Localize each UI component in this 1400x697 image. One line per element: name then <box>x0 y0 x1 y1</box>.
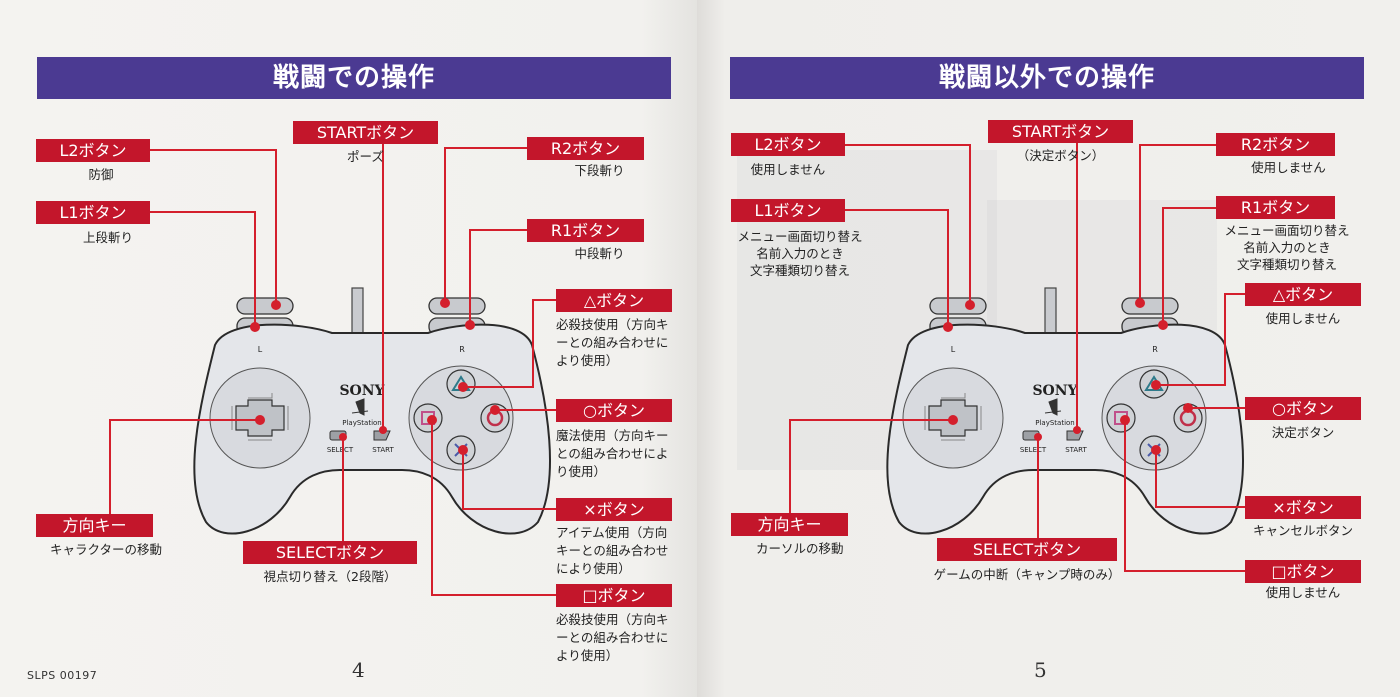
leader-lines-left <box>109 144 556 596</box>
controller-r-text: R <box>1152 345 1158 354</box>
desc-line: り使用） <box>556 464 607 479</box>
label-dpad-right: 方向キー <box>731 513 848 536</box>
desc-line: 必殺技使用（方向キ <box>556 317 669 332</box>
controller-logo-text: PlayStation <box>1035 419 1074 427</box>
desc-dpad-left: キャラクターの移動 <box>50 542 163 557</box>
label-circle-left: ○ボタン <box>556 399 672 422</box>
desc-select-right: ゲームの中断（キャンプ時のみ） <box>933 567 1121 582</box>
desc-start-right: （決定ボタン） <box>1016 148 1105 163</box>
label-square-right: □ボタン <box>1245 560 1361 583</box>
desc-line: より使用） <box>556 648 619 663</box>
desc-line: アイテム使用（方向 <box>556 525 668 540</box>
desc-line: との組み合わせによ <box>556 446 669 461</box>
label-l2-left: L2ボタン <box>36 139 150 162</box>
desc-line: 文字種類切り替え <box>1236 257 1337 272</box>
label-select-right: SELECTボタン <box>937 538 1117 561</box>
desc-circle-left: 魔法使用（方向キー との組み合わせによ り使用） <box>556 427 686 481</box>
desc-line: 必殺技使用（方向キ <box>556 612 669 627</box>
desc-r1-left: 中段斬り <box>574 246 625 261</box>
label-cross-left: ×ボタン <box>556 498 672 521</box>
desc-line: より使用） <box>556 353 619 368</box>
desc-l1-left: 上段斬り <box>82 230 133 245</box>
controller-start-text: START <box>1065 446 1087 454</box>
label-dpad-left: 方向キー <box>36 514 153 537</box>
label-start-right: STARTボタン <box>988 120 1133 143</box>
desc-l1-right: メニュー画面切り替え 名前入力のとき 文字種類切り替え <box>730 228 870 279</box>
label-start-left: STARTボタン <box>293 121 438 144</box>
page-number-right: 5 <box>1034 658 1047 682</box>
desc-start-left: ポーズ <box>347 149 384 164</box>
page-number-left: 4 <box>352 658 365 682</box>
desc-line: メニュー画面切り替え <box>737 229 863 244</box>
desc-r2-left: 下段斬り <box>574 163 625 178</box>
controller-select-text: SELECT <box>1020 446 1047 454</box>
label-r1-left: R1ボタン <box>527 219 644 242</box>
desc-line: メニュー画面切り替え <box>1224 223 1350 238</box>
label-triangle-left: △ボタン <box>556 289 672 312</box>
page-title-left: 戦闘での操作 <box>37 57 671 99</box>
controller-select-text: SELECT <box>327 446 354 454</box>
controller-text-left: SONY PlayStation SELECT START L R <box>258 345 465 454</box>
controller-logo-text: PlayStation <box>342 419 381 427</box>
desc-line: により使用） <box>556 561 631 576</box>
controller-r-text: R <box>459 345 465 354</box>
desc-square-right: 使用しません <box>1265 585 1341 600</box>
desc-l2-left: 防御 <box>88 167 114 182</box>
controller-brand: SONY <box>339 383 385 399</box>
leader-dots-right <box>943 298 1193 455</box>
label-r2-left: R2ボタン <box>527 137 644 160</box>
desc-dpad-right: カーソルの移動 <box>756 541 844 556</box>
leader-lines-right <box>789 143 1245 572</box>
desc-line: キーとの組み合わせ <box>556 543 669 558</box>
label-l1-left: L1ボタン <box>36 201 150 224</box>
label-select-left: SELECTボタン <box>243 541 417 564</box>
label-triangle-right: △ボタン <box>1245 283 1361 306</box>
controller-start-text: START <box>372 446 394 454</box>
leader-dots-left <box>250 298 500 455</box>
label-cross-right: ×ボタン <box>1245 496 1361 519</box>
label-circle-right: ○ボタン <box>1245 397 1361 420</box>
label-square-left: □ボタン <box>556 584 672 607</box>
desc-r1-right: メニュー画面切り替え 名前入力のとき 文字種類切り替え <box>1212 222 1362 273</box>
controller-brand: SONY <box>1032 383 1078 399</box>
label-r2-right: R2ボタン <box>1216 133 1335 156</box>
label-r1-right: R1ボタン <box>1216 196 1335 219</box>
desc-triangle-left: 必殺技使用（方向キ ーとの組み合わせに より使用） <box>556 316 686 370</box>
product-code: SLPS 00197 <box>27 669 98 682</box>
desc-circle-right: 決定ボタン <box>1271 425 1335 440</box>
desc-l2-right: 使用しません <box>750 162 826 177</box>
desc-square-left: 必殺技使用（方向キ ーとの組み合わせに より使用） <box>556 611 686 665</box>
desc-r2-right: 使用しません <box>1251 160 1326 175</box>
label-l1-right: L1ボタン <box>731 199 845 222</box>
desc-cross-right: キャンセルボタン <box>1252 523 1353 538</box>
desc-line: 文字種類切り替え <box>749 263 850 278</box>
page-title-right: 戦闘以外での操作 <box>730 57 1364 99</box>
desc-line: ーとの組み合わせに <box>556 630 669 645</box>
desc-line: ーとの組み合わせに <box>556 335 669 350</box>
desc-line: 魔法使用（方向キー <box>556 428 669 443</box>
desc-select-left: 視点切り替え（2段階） <box>263 569 397 584</box>
controller-l-text: L <box>951 345 956 354</box>
controller-text-right: SONY PlayStation SELECT START L R <box>951 345 1158 454</box>
controller-l-text: L <box>258 345 263 354</box>
desc-cross-left: アイテム使用（方向 キーとの組み合わせ により使用） <box>556 524 686 578</box>
desc-line: 名前入力のとき <box>756 246 844 261</box>
label-l2-right: L2ボタン <box>731 133 845 156</box>
desc-triangle-right: 使用しません <box>1265 311 1341 326</box>
desc-line: 名前入力のとき <box>1243 240 1331 255</box>
